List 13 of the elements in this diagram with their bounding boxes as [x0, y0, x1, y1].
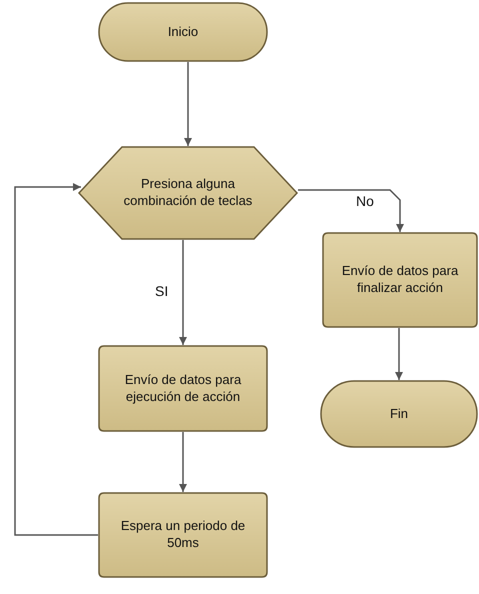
arrow — [179, 240, 187, 345]
arrow — [298, 189, 404, 232]
arrow — [184, 62, 192, 146]
node-text: Fin — [390, 406, 408, 422]
node-text: Inicio — [168, 24, 198, 40]
node-text: Espera un periodo de 50ms — [120, 518, 246, 552]
arrow — [14, 183, 98, 536]
node-text: Presiona alguna combinación de teclas — [122, 176, 254, 210]
arrow — [179, 432, 187, 492]
node-text: Envío de datos para ejecución de acción — [124, 372, 242, 406]
node-text: Envío de datos para finalizar acción — [340, 263, 460, 297]
arrow — [395, 328, 403, 380]
edge-label: No — [354, 193, 376, 209]
